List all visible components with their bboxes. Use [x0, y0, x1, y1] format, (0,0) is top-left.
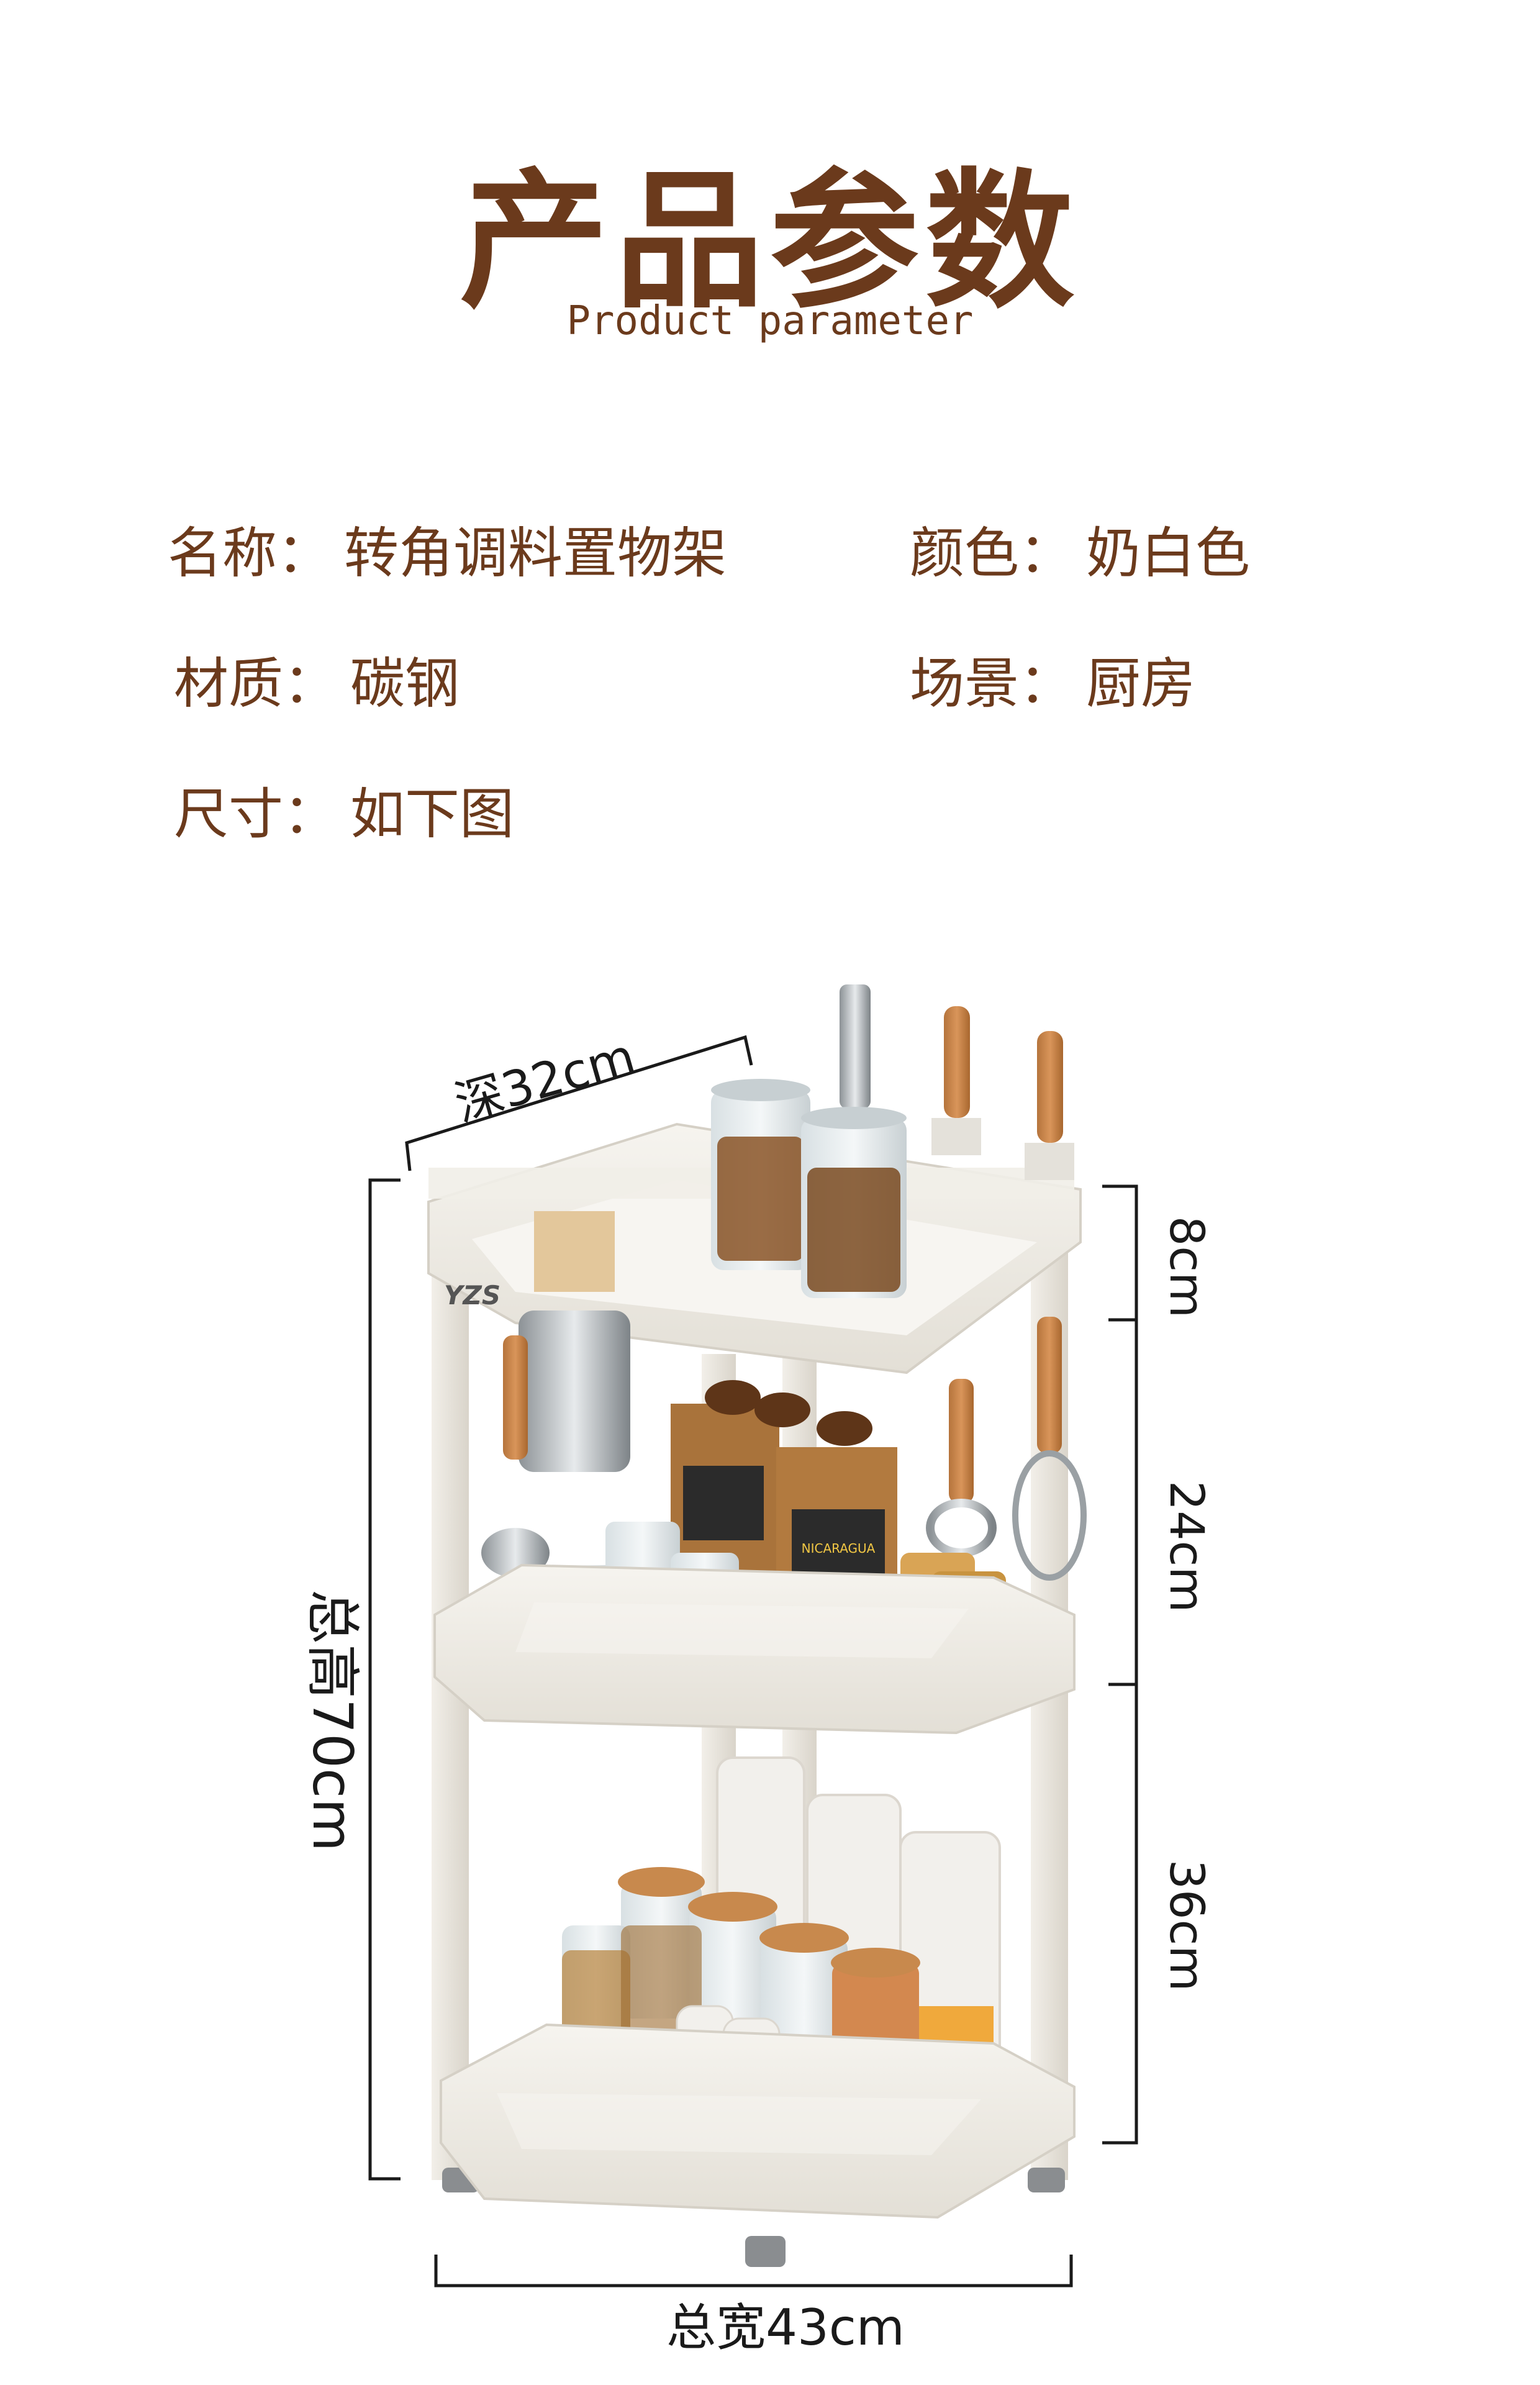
- spec-scene: 场景：厨房: [910, 640, 1195, 719]
- spec-name: 名称：转角调料置物架: [168, 509, 727, 588]
- utensil-holder: [519, 1311, 630, 1472]
- dim-tier-top-label: 8cm: [1159, 1216, 1215, 1318]
- dimension-lines: [368, 1035, 1138, 2287]
- spec-size: 尺寸：如下图: [174, 770, 514, 849]
- whisk-icon: [1037, 1317, 1062, 1453]
- spec-name-value: 转角调料置物架: [344, 521, 727, 585]
- shelf-middle: [433, 1563, 1076, 1735]
- rack-foot: [745, 2236, 786, 2267]
- spec-separator: ：: [1019, 521, 1074, 585]
- knife-icon: [944, 1006, 970, 1118]
- hanging-utensils: [481, 1311, 1087, 1581]
- dim-depth-line: [405, 1035, 753, 1171]
- spec-scene-value: 厨房: [1086, 652, 1196, 716]
- spec-separator: ：: [277, 521, 332, 585]
- spec-name-label: 名称: [168, 521, 278, 585]
- spec-color-value: 奶白色: [1086, 521, 1251, 585]
- spec-color-label: 颜色: [910, 521, 1020, 585]
- brand-logo: YZS: [444, 1280, 500, 1311]
- dim-depth-label: 深32cm: [449, 1029, 641, 1133]
- page-title: 产品参数: [459, 155, 1080, 329]
- packet-label: NICARAGUA: [802, 1541, 876, 1556]
- dim-height-label: 总高70cm: [301, 1589, 365, 1851]
- spec-separator: ：: [283, 782, 338, 846]
- spec-material-label: 材质: [174, 652, 284, 716]
- knife-icon: [1037, 1031, 1063, 1143]
- chopsticks: [534, 1211, 615, 1292]
- spec-separator: ：: [283, 652, 338, 716]
- rack-foot: [1028, 2168, 1065, 2192]
- spec-color: 颜色：奶白色: [910, 509, 1250, 588]
- spec-scene-label: 场景: [910, 652, 1020, 716]
- dim-tiers-line: [1102, 1184, 1138, 2145]
- dim-width-label: 总宽43cm: [666, 2299, 905, 2356]
- spec-size-label: 尺寸: [174, 782, 284, 846]
- spec-material: 材质：碳钢: [174, 640, 460, 719]
- spec-separator: ：: [1019, 652, 1074, 716]
- knife-icon: [840, 984, 871, 1109]
- dim-tier-middle-label: 24cm: [1159, 1481, 1215, 1613]
- spec-material-value: 碳钢: [350, 652, 460, 716]
- peeler-icon: [949, 1379, 974, 1503]
- dim-tier-bottom-label: 36cm: [1159, 1860, 1215, 1992]
- dim-height-line: [368, 1178, 401, 2181]
- knives: [840, 984, 1074, 1180]
- top-shelf-items: [534, 1079, 907, 1298]
- shelf-bottom: [440, 2023, 1076, 2219]
- spatula-icon: [503, 1335, 528, 1460]
- dim-width-line: [434, 2255, 1073, 2287]
- spec-size-value: 如下图: [350, 782, 515, 846]
- page-subtitle: Product parameter: [566, 298, 974, 344]
